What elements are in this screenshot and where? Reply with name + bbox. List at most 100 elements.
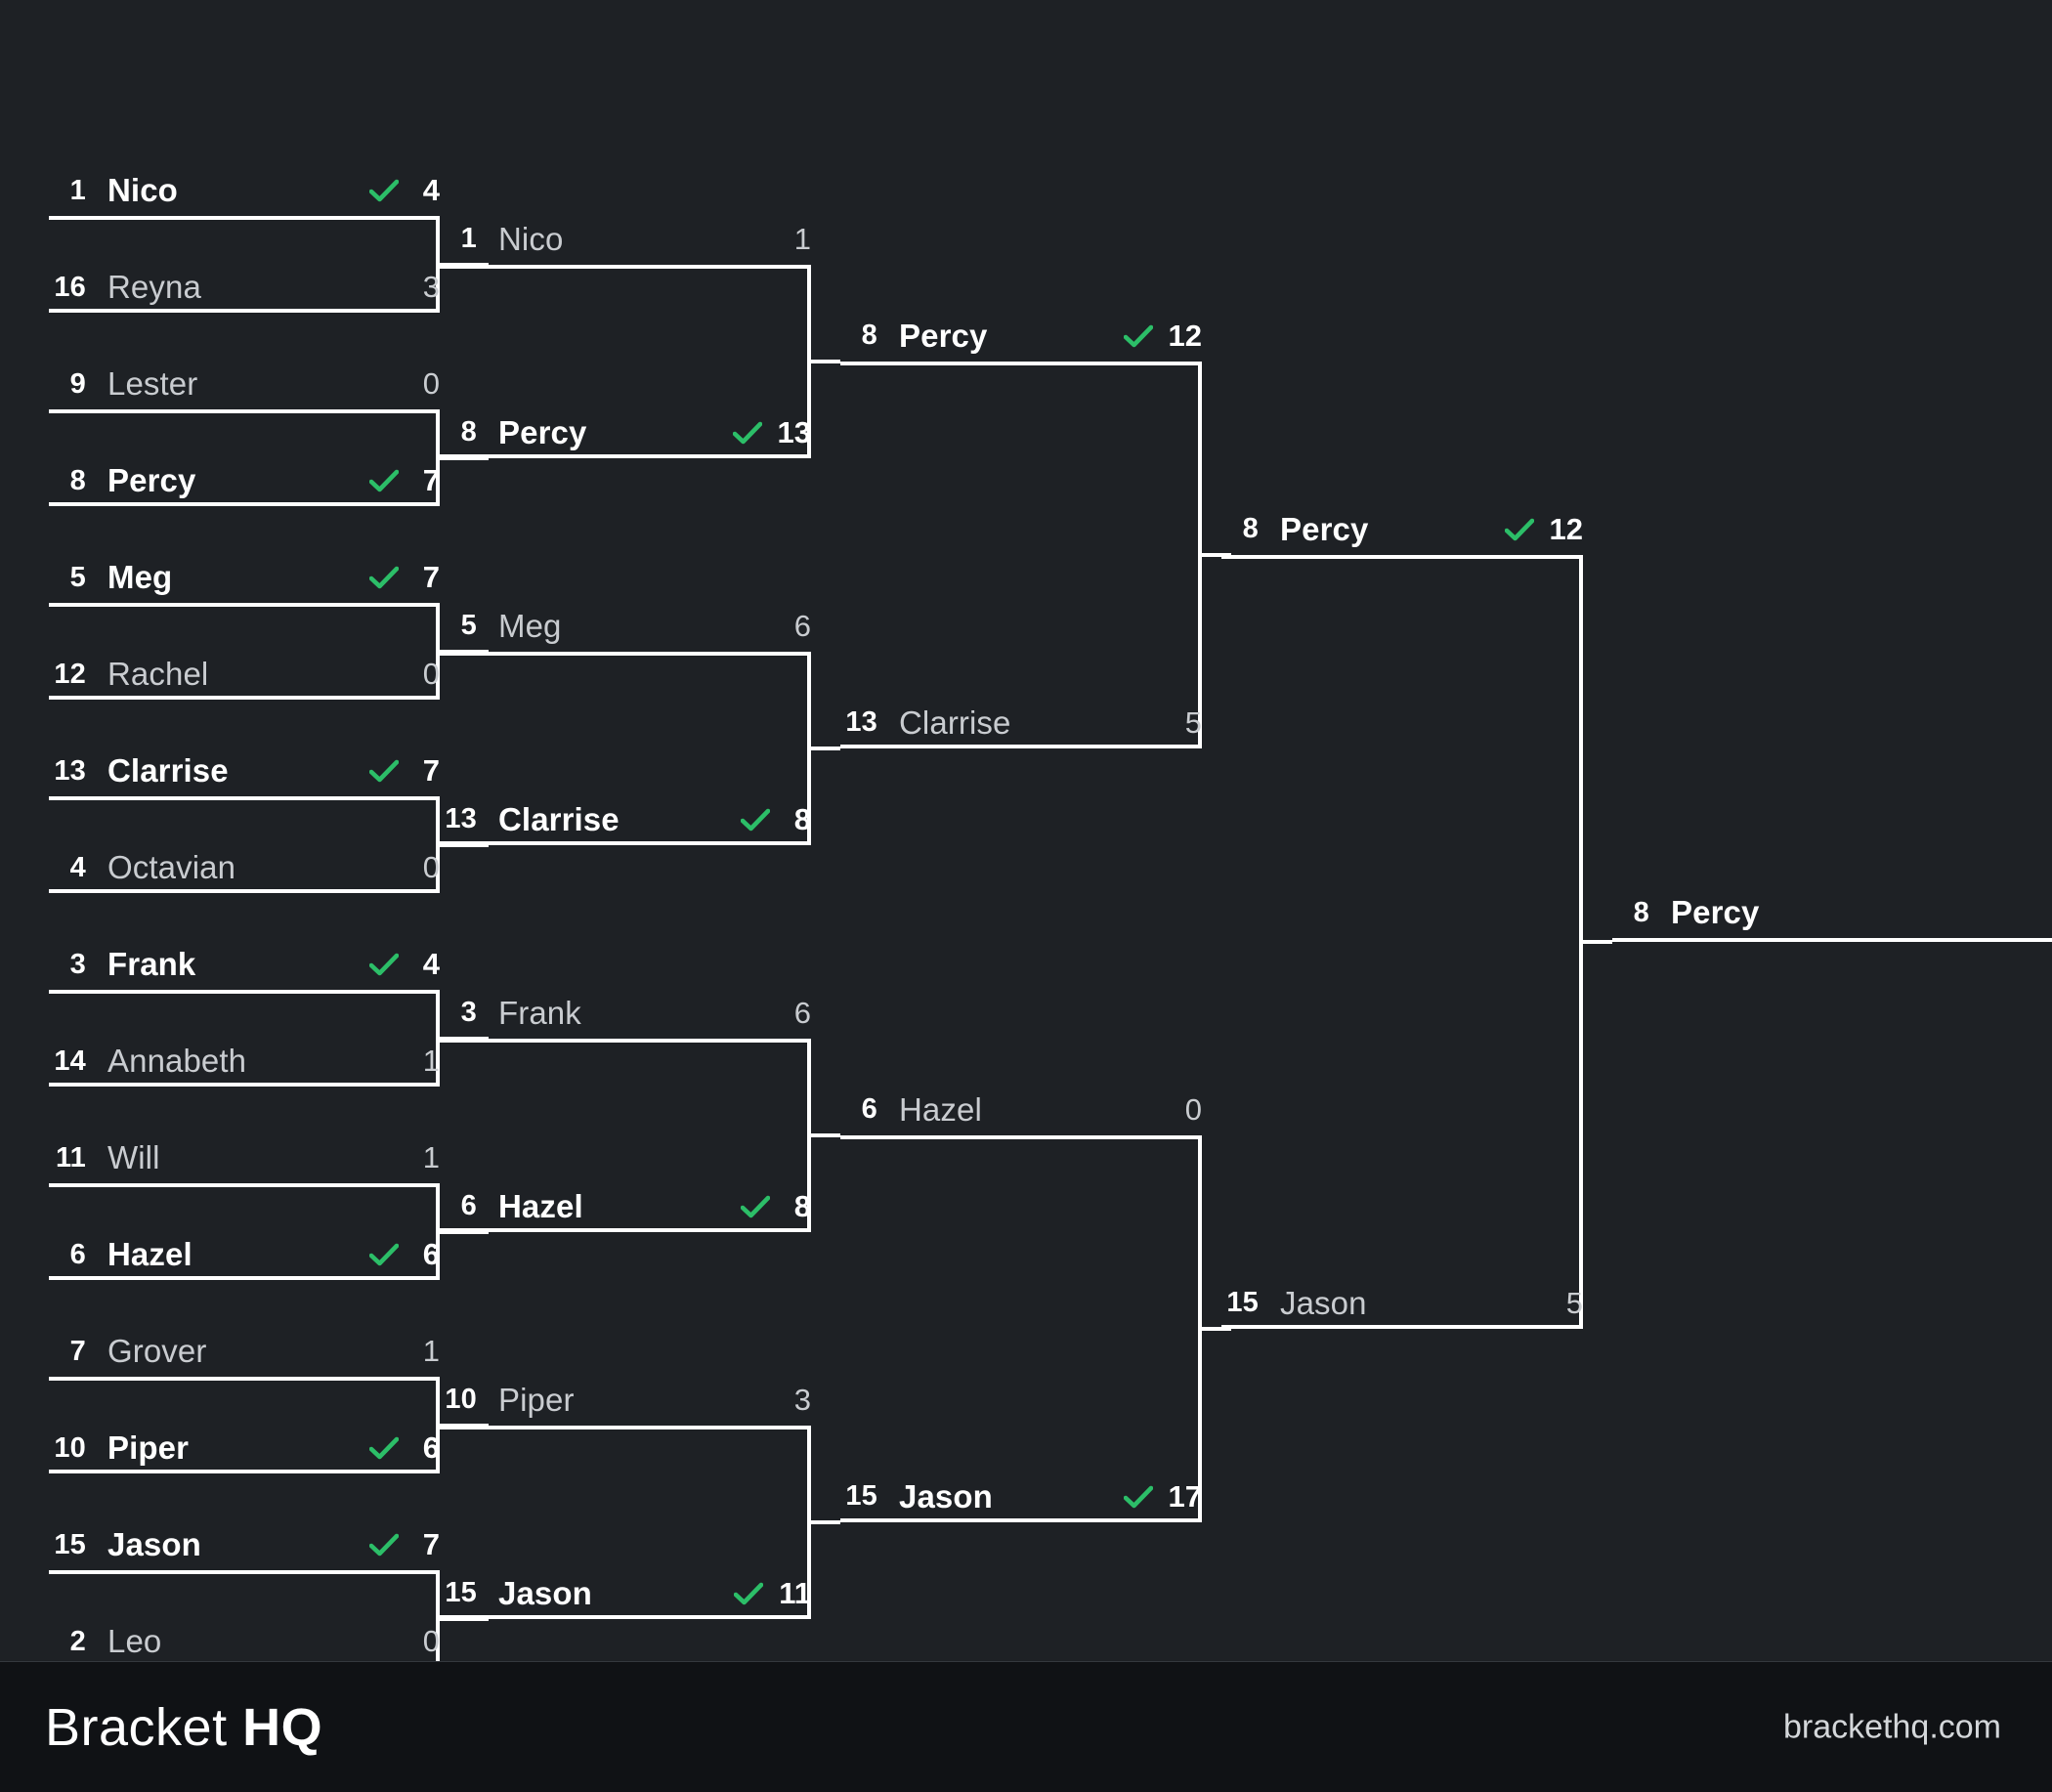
slot-result: 7 [368,463,440,498]
winner-check-icon [1123,324,1153,348]
seed-number: 1 [69,174,86,206]
score-value: 0 [422,850,440,884]
slot-result: 1 [414,1044,440,1079]
score-value: 5 [1565,1285,1583,1320]
slot-result: 6 [786,609,811,644]
slot-result: 7 [368,560,440,595]
score-value: 0 [422,1624,440,1658]
match-connector [440,1038,811,1232]
seed-number: 8 [460,416,477,448]
slot-result: 6 [368,1237,440,1272]
match-connector [49,603,440,700]
match-feed-line [440,455,489,460]
score-value: 6 [422,1237,440,1271]
competitor-name: Leo [107,1623,162,1659]
slot-result: 8 [740,802,811,837]
seed-number: 1 [460,223,477,254]
winner-check-icon [368,953,400,976]
slot-result: 1 [414,1140,440,1175]
bracket-slot[interactable]: 8 Percy 12 [1221,504,1583,555]
competitor-name: Annabeth [107,1043,247,1079]
slot-result: 7 [368,1527,440,1562]
match-feed-line [1583,939,1612,944]
seed-number: 3 [460,997,477,1028]
seed-number: 3 [69,948,86,980]
slot-result: 12 [1123,319,1202,354]
competitor-name: Percy [899,317,988,354]
slot-result: 0 [414,366,440,402]
site-url: brackethq.com [1783,1708,2001,1745]
competitor-name: Piper [498,1381,575,1418]
match-connector [49,1377,440,1473]
competitor-name: Percy [1280,510,1369,547]
seed-number: 6 [460,1190,477,1221]
score-value: 1 [793,221,811,256]
match-connector [49,1183,440,1280]
competitor-name: Jason [498,1574,592,1611]
winner-check-icon [368,566,400,589]
competitor-name: Clarrise [899,704,1011,741]
slot-result: 8 [740,1189,811,1224]
bracket-slot[interactable]: 6 Hazel 6 [49,1229,440,1280]
slot-result: 17 [1123,1479,1202,1515]
score-value: 3 [793,1382,811,1417]
match-feed-line [811,359,840,363]
seed-number: 8 [69,464,86,496]
brand-word-2: HQ [242,1697,323,1757]
seed-number: 11 [55,1141,86,1173]
slot-result: 6 [368,1430,440,1466]
match-connector [49,216,440,313]
seed-number: 8 [1242,513,1259,544]
slot-result: 6 [786,996,811,1031]
match-connector [49,409,440,506]
winner-check-icon [740,1195,771,1218]
competitor-name: Hazel [107,1236,192,1272]
competitor-name: Clarrise [107,752,229,789]
score-value: 1 [422,1334,440,1368]
match-feed-line [440,1616,489,1621]
competitor-name: Meg [498,607,562,644]
competitor-name: Lester [107,365,198,402]
score-value: 0 [422,657,440,691]
score-value: 1 [422,1044,440,1078]
match-feed-line [440,842,489,847]
seed-number: 6 [69,1238,86,1270]
seed-number: 4 [69,851,86,883]
slot-result: 12 [1504,512,1583,547]
slot-result: 13 [732,415,811,450]
winner-check-icon [1504,518,1534,541]
score-value: 7 [422,560,440,594]
champion-name: Percy [1671,894,1760,930]
brand-word-1: Bracket [45,1697,228,1757]
seed-number: 15 [845,1480,877,1512]
